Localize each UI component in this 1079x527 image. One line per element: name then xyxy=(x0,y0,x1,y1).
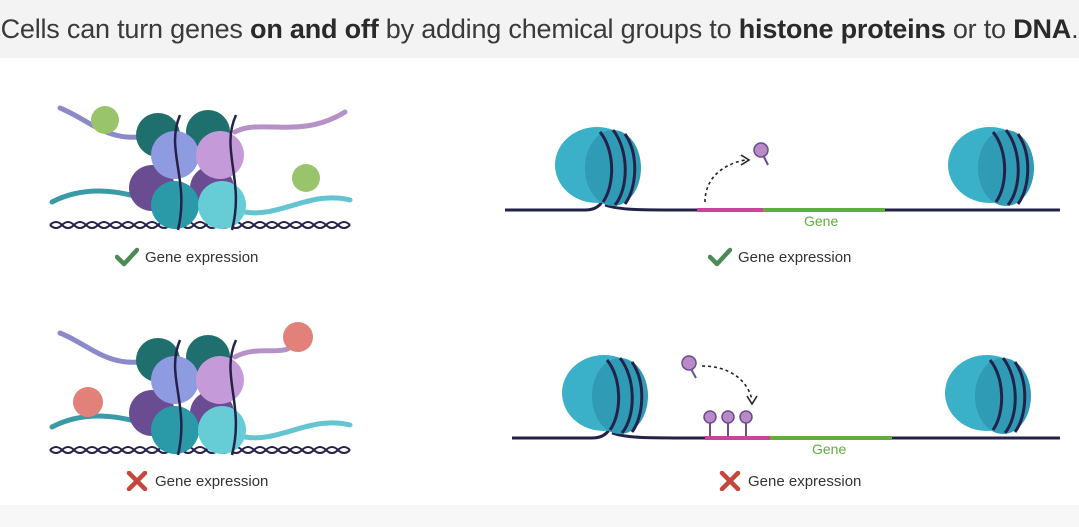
histone-panel-repressed xyxy=(49,322,353,456)
title-bold-on-off: on and off xyxy=(250,13,379,44)
gene-label: Gene xyxy=(812,441,847,457)
methyl-group xyxy=(681,355,697,379)
dna-panel-active xyxy=(505,127,1060,212)
title-text-2: by adding chemical groups to xyxy=(378,13,739,44)
caption-text: Gene expression xyxy=(155,472,269,490)
caption-text: Gene expression xyxy=(748,472,862,490)
dna-wrap xyxy=(173,339,183,456)
dna-double-helix xyxy=(49,221,351,229)
histone-octamer xyxy=(129,110,246,229)
histone-tail xyxy=(232,109,348,135)
histone-octamer xyxy=(129,335,246,454)
title-bar: Cells can turn genes on and off by addin… xyxy=(0,0,1079,58)
chemical-group xyxy=(283,322,313,352)
dna-wrap xyxy=(229,339,238,456)
title-bold-dna: DNA xyxy=(1013,13,1072,44)
dna-wrap xyxy=(229,114,238,231)
title-text-4: . xyxy=(1071,13,1079,44)
dna-wrap xyxy=(173,114,183,231)
title-text-3: or to xyxy=(945,13,1014,44)
nucleosome-right xyxy=(945,355,1031,434)
histone-panel-active xyxy=(49,105,353,231)
bottom-band xyxy=(0,505,1079,527)
caption-dna-active: Gene expression xyxy=(708,247,851,267)
acetyl-group xyxy=(91,106,119,134)
title-text-1: Cells can turn genes xyxy=(0,13,251,44)
nucleosome-left xyxy=(562,355,648,434)
cross-icon xyxy=(126,471,148,491)
acetyl-group xyxy=(292,164,320,192)
methyl-group xyxy=(721,410,735,436)
dna-panel-repressed xyxy=(512,355,1060,440)
check-icon xyxy=(708,247,732,267)
check-icon xyxy=(115,247,139,267)
title-bold-histone: histone proteins xyxy=(738,13,946,44)
caption-histone-repressed: Gene expression xyxy=(125,471,268,491)
dna-double-helix xyxy=(49,446,351,454)
nucleosome-right xyxy=(948,127,1034,206)
page-title: Cells can turn genes on and off by addin… xyxy=(1,14,1079,45)
caption-histone-active: Gene expression xyxy=(115,247,258,267)
caption-text: Gene expression xyxy=(738,248,852,266)
methyl-group xyxy=(739,410,753,436)
histone-tail xyxy=(242,420,353,441)
caption-dna-repressed: Gene expression xyxy=(718,471,861,491)
cross-icon xyxy=(719,471,741,491)
arrow-head xyxy=(746,395,758,406)
gene-label: Gene xyxy=(804,213,839,229)
methyl-group xyxy=(753,142,769,166)
dna-strand xyxy=(611,431,1060,440)
dna-strand xyxy=(604,203,1060,212)
methyl-group xyxy=(703,410,717,436)
addition-arrow xyxy=(701,365,753,401)
caption-text: Gene expression xyxy=(145,248,259,266)
removal-arrow xyxy=(704,159,746,203)
arrow-head xyxy=(740,154,751,166)
chemical-group xyxy=(73,387,103,417)
histone-tail xyxy=(242,195,353,216)
nucleosome-left xyxy=(555,127,641,206)
